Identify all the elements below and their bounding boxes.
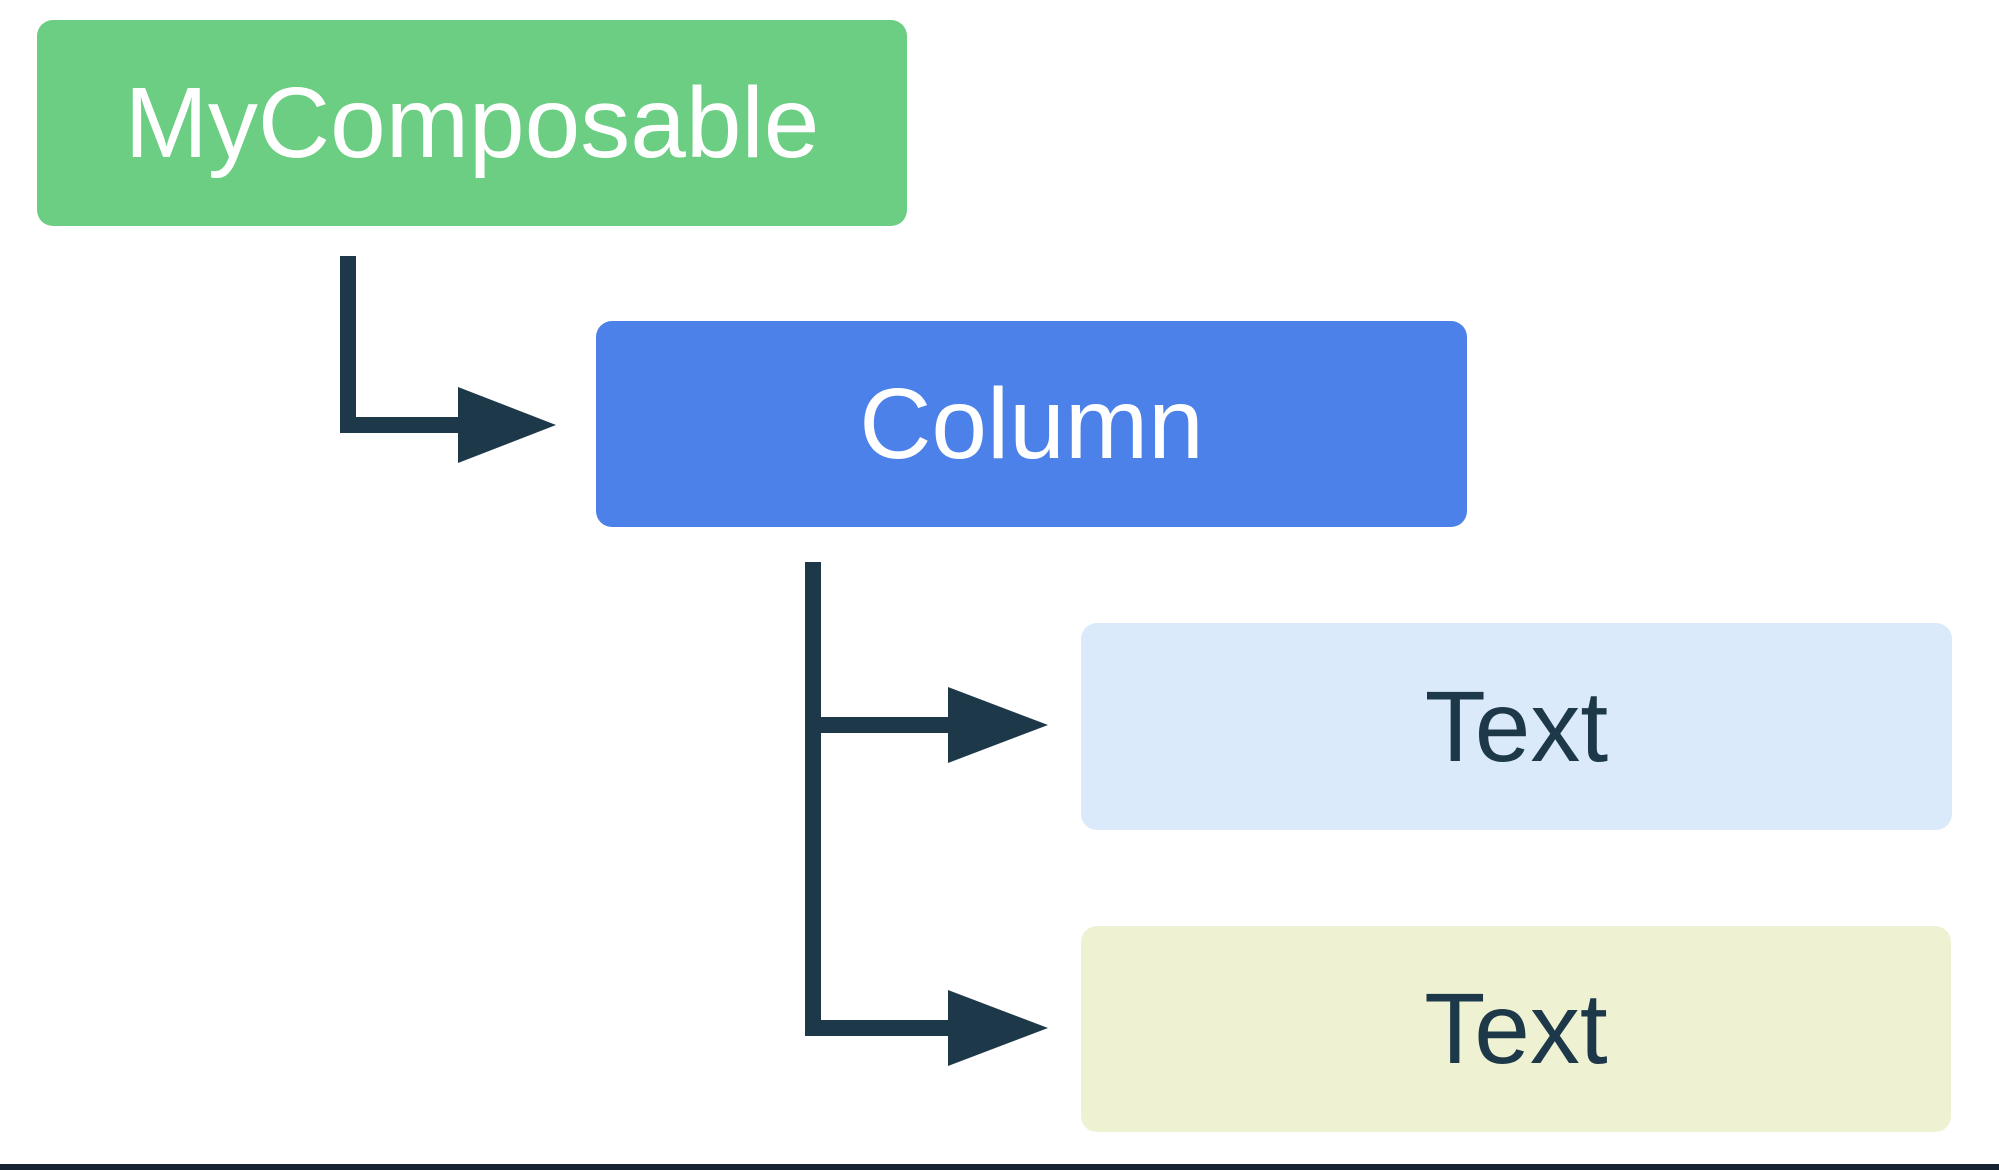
- connector-mycomposable-to-column: [340, 256, 462, 433]
- connector-column-trunk: [805, 562, 952, 1036]
- arrowhead-to-text-1-icon: [948, 687, 1048, 763]
- page-bottom-border: [0, 1164, 1999, 1170]
- node-text-2-label: Text: [1424, 973, 1608, 1085]
- node-text-2: Text: [1081, 926, 1951, 1132]
- node-column-label: Column: [859, 368, 1204, 480]
- arrowhead-to-column-icon: [458, 387, 556, 463]
- node-text-1: Text: [1081, 623, 1952, 830]
- node-mycomposable-label: MyComposable: [124, 67, 820, 179]
- arrowhead-to-text-2-icon: [948, 990, 1048, 1066]
- node-text-1-label: Text: [1424, 670, 1609, 783]
- node-column: Column: [596, 321, 1467, 527]
- node-mycomposable: MyComposable: [37, 20, 907, 226]
